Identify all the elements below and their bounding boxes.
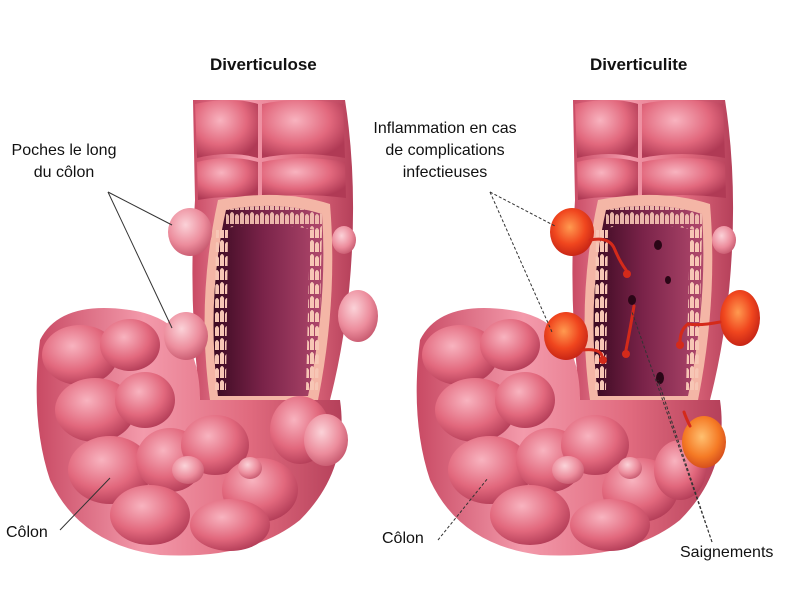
diverticulosis-colon xyxy=(36,100,378,556)
inflamed-diverticula xyxy=(544,208,760,484)
diverticulosis-title: Diverticulose xyxy=(210,55,317,74)
colon-label-right: Côlon xyxy=(382,530,424,547)
pouches-label-line2: du côlon xyxy=(33,164,95,181)
colon-label-left: Côlon xyxy=(6,524,48,541)
upper-haustra-right xyxy=(575,100,726,200)
blood-trails xyxy=(580,237,722,428)
bleeding-label: Saignements xyxy=(680,544,774,561)
diverticulitis-title: Diverticulite xyxy=(590,55,688,74)
inflammation-label-line2: de complications xyxy=(385,142,505,159)
inflammation-label-line1: Inflammation en cas xyxy=(373,120,517,137)
upper-haustra xyxy=(195,100,346,200)
inflammation-label: Inflammation en cas de complications inf… xyxy=(352,118,538,184)
left-pointer-lines xyxy=(59,191,173,531)
bleeding-holes xyxy=(628,240,671,384)
pouches-label: Poches le long du côlon xyxy=(4,140,124,184)
blood-drops xyxy=(599,270,684,364)
right-pointer-lines xyxy=(437,191,713,543)
pouches-label-line1: Poches le long xyxy=(11,142,117,159)
diverticulitis-colon xyxy=(416,100,760,556)
inflammation-label-line3: infectieuses xyxy=(402,164,488,181)
diverticula-pouches xyxy=(164,208,378,484)
